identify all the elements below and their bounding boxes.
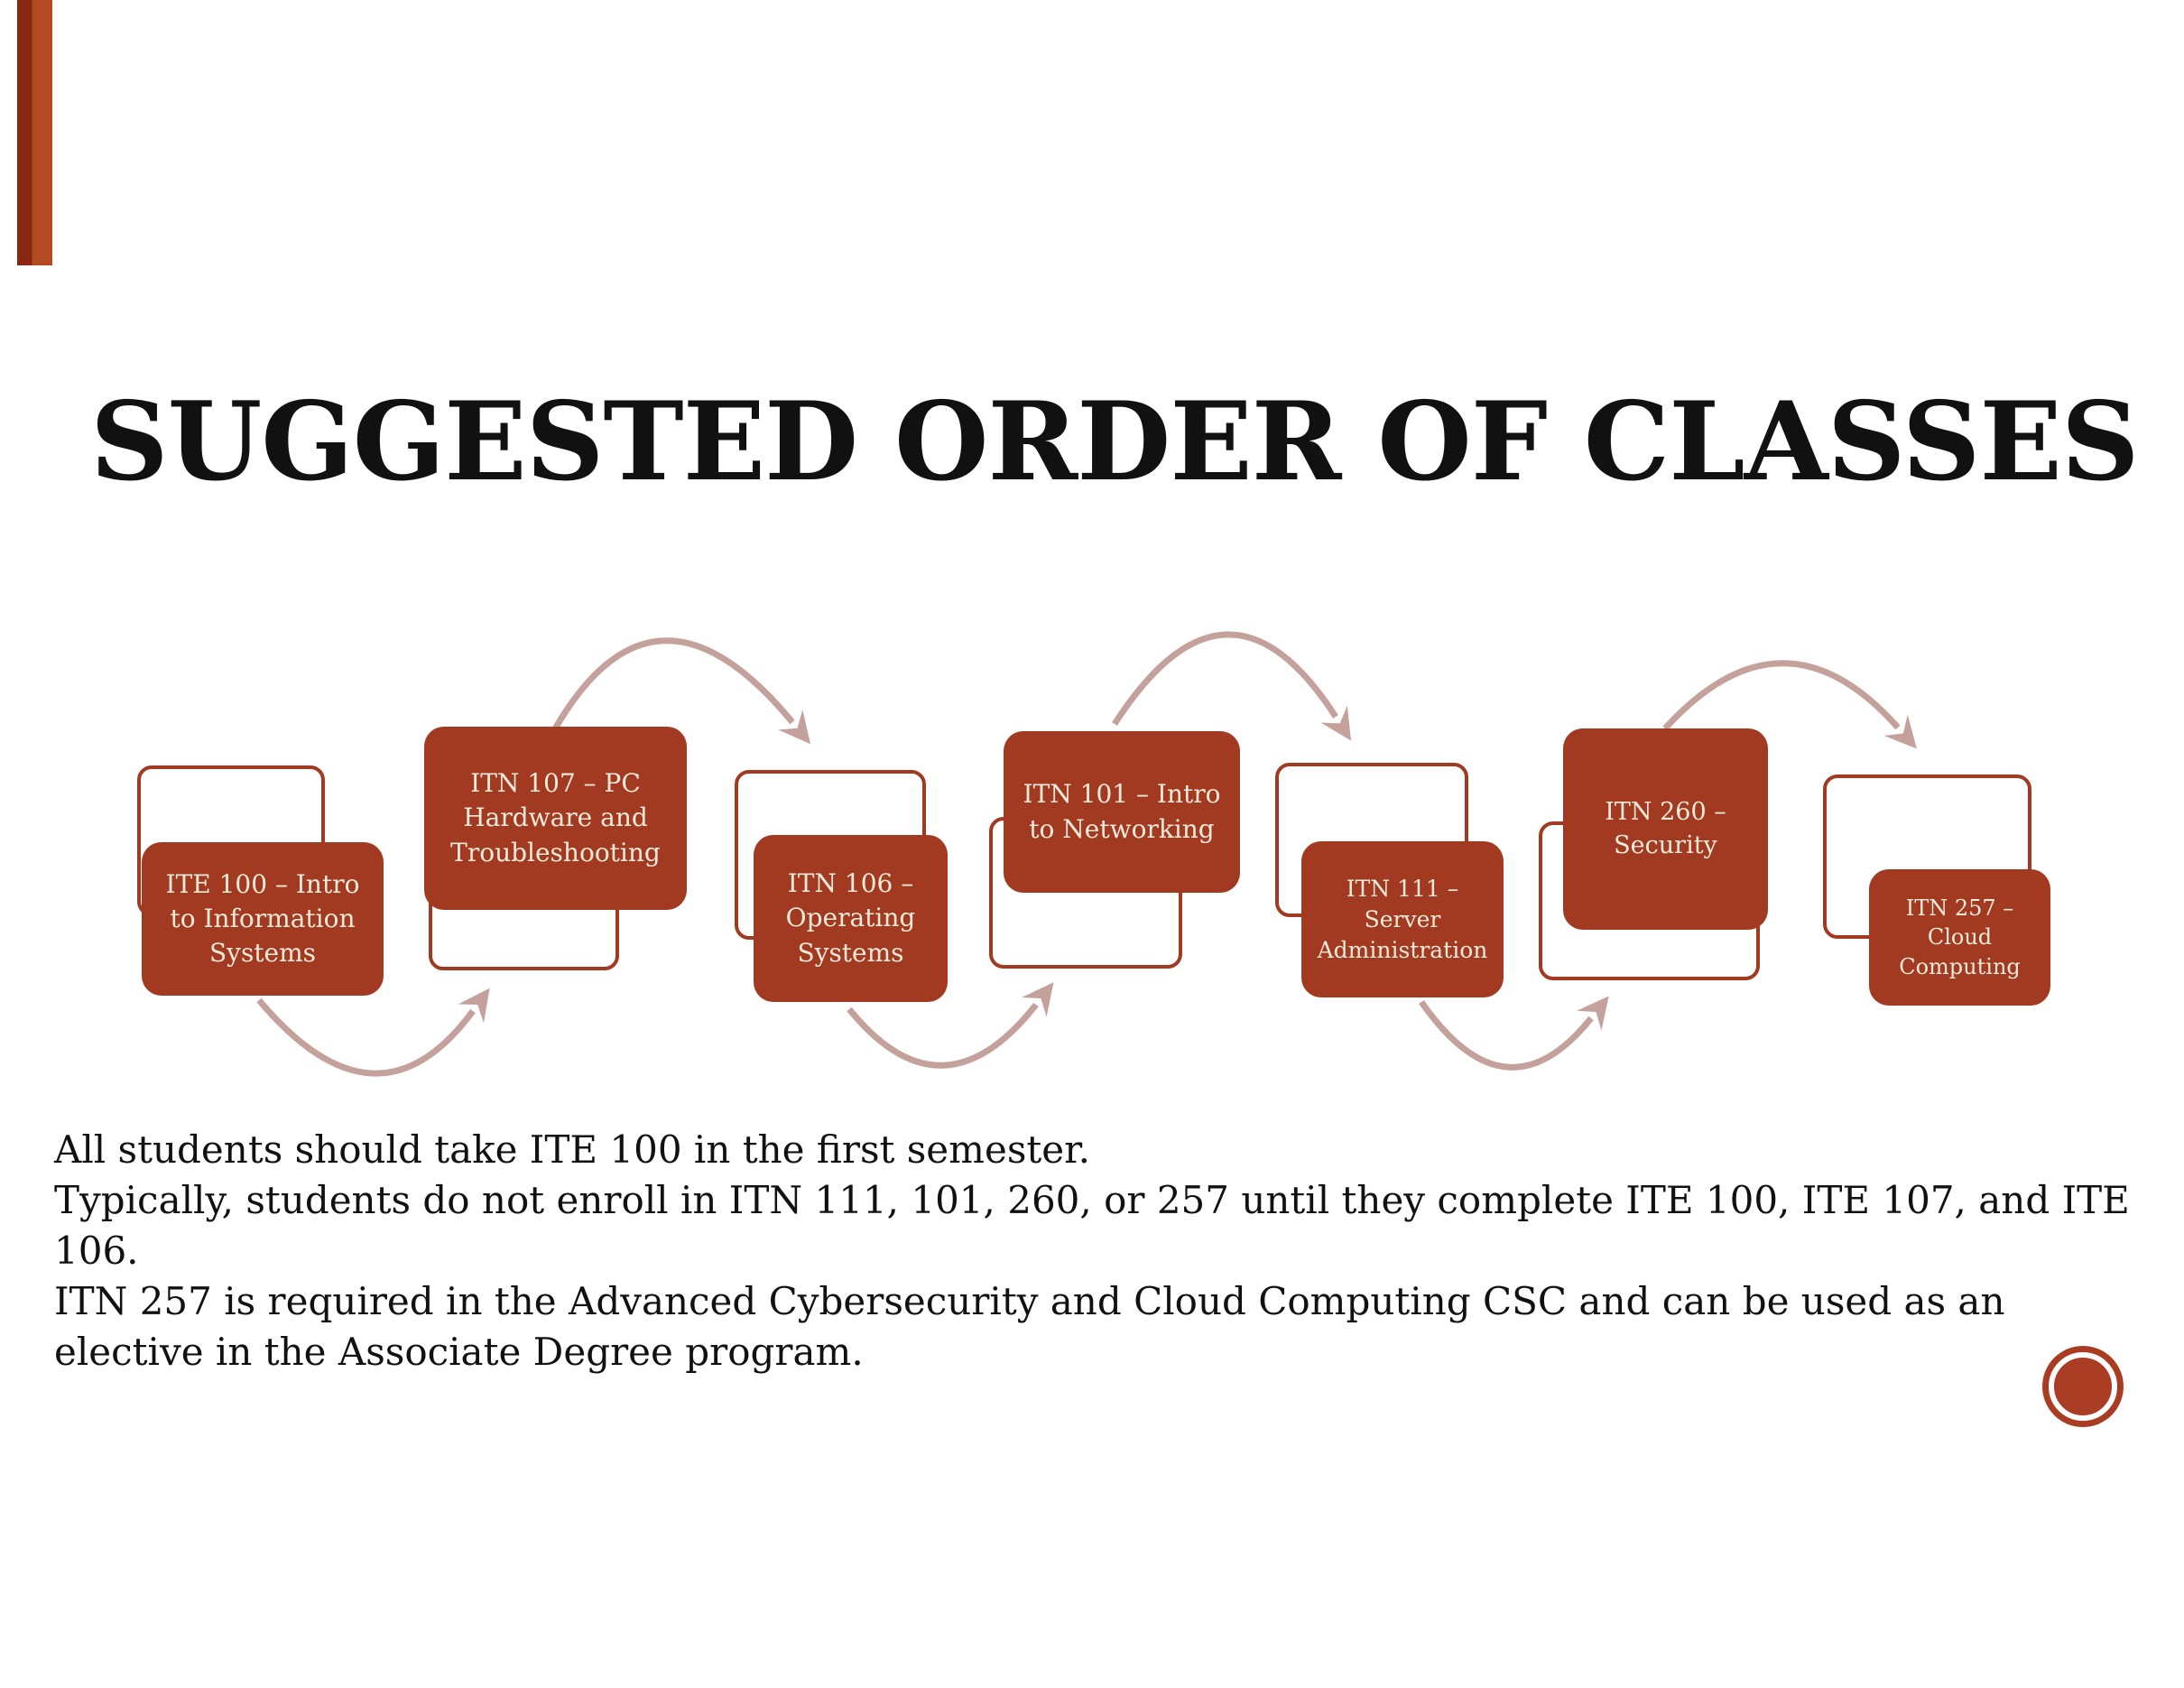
course-box-line: Server bbox=[1364, 905, 1441, 932]
flow-arrow-1 bbox=[256, 988, 490, 1077]
course-box-line: Hardware and bbox=[463, 802, 648, 833]
flow-arrow-4 bbox=[1112, 631, 1352, 741]
notes-line: All students should take ITE 100 in the … bbox=[54, 1127, 1090, 1172]
course-box-itn111: ITN 111 – Server Administration bbox=[1301, 841, 1504, 997]
course-box-line: Cloud bbox=[1927, 924, 1993, 951]
notes-text: All students should take ITE 100 in the … bbox=[54, 1125, 2148, 1377]
course-box-line: ITN 260 – bbox=[1605, 797, 1726, 826]
course-box-ite100: ITE 100 – Intro to Information Systems bbox=[142, 842, 384, 996]
flow-arrow-5 bbox=[1419, 996, 1609, 1071]
course-box-line: Security bbox=[1614, 830, 1717, 859]
flow-arrow-3 bbox=[847, 982, 1054, 1069]
flow-arrow-6 bbox=[1662, 660, 1917, 749]
course-box-line: Systems bbox=[797, 937, 904, 968]
slide-title: SUGGESTED ORDER OF CLASSES bbox=[90, 378, 2140, 505]
notes-line: elective in the Associate Degree program… bbox=[54, 1330, 864, 1374]
flow-arrow-2 bbox=[545, 637, 811, 745]
theme-ribbon-decoration bbox=[17, 0, 52, 265]
theme-circle-decoration bbox=[2042, 1346, 2124, 1427]
course-box-line: Systems bbox=[208, 938, 317, 969]
course-box-line: ITN 111 – bbox=[1346, 875, 1459, 902]
notes-line: ITN 257 is required in the Advanced Cybe… bbox=[54, 1279, 2005, 1323]
course-box-line: ITN 106 – bbox=[787, 868, 914, 899]
theme-circle-inner-ring bbox=[2049, 1352, 2117, 1421]
course-box-itn106: ITN 106 – Operating Systems bbox=[754, 835, 948, 1002]
course-box-line: ITN 107 – PC bbox=[470, 768, 641, 799]
course-box-line: to Information bbox=[170, 903, 356, 933]
course-box-line: ITN 257 – bbox=[1905, 895, 2014, 921]
course-box-line: ITN 101 – Intro bbox=[1023, 779, 1221, 810]
notes-line: 106. bbox=[54, 1229, 139, 1273]
course-box-line: Operating bbox=[785, 903, 916, 933]
course-box-itn101: ITN 101 – Intro to Networking bbox=[1004, 731, 1240, 893]
course-box-line: Computing bbox=[1899, 953, 2021, 979]
course-box-itn257: ITN 257 – Cloud Computing bbox=[1869, 869, 2050, 1006]
course-box-line: Administration bbox=[1317, 936, 1488, 963]
course-box-line: ITE 100 – Intro bbox=[165, 868, 360, 899]
notes-line: Typically, students do not enroll in ITN… bbox=[54, 1178, 2130, 1222]
course-box-itn107: ITN 107 – PC Hardware and Troubleshootin… bbox=[424, 727, 687, 910]
course-box-line: Troubleshooting bbox=[450, 837, 661, 867]
course-box-itn260: ITN 260 – Security bbox=[1563, 728, 1768, 930]
course-box-line: to Networking bbox=[1029, 813, 1215, 844]
